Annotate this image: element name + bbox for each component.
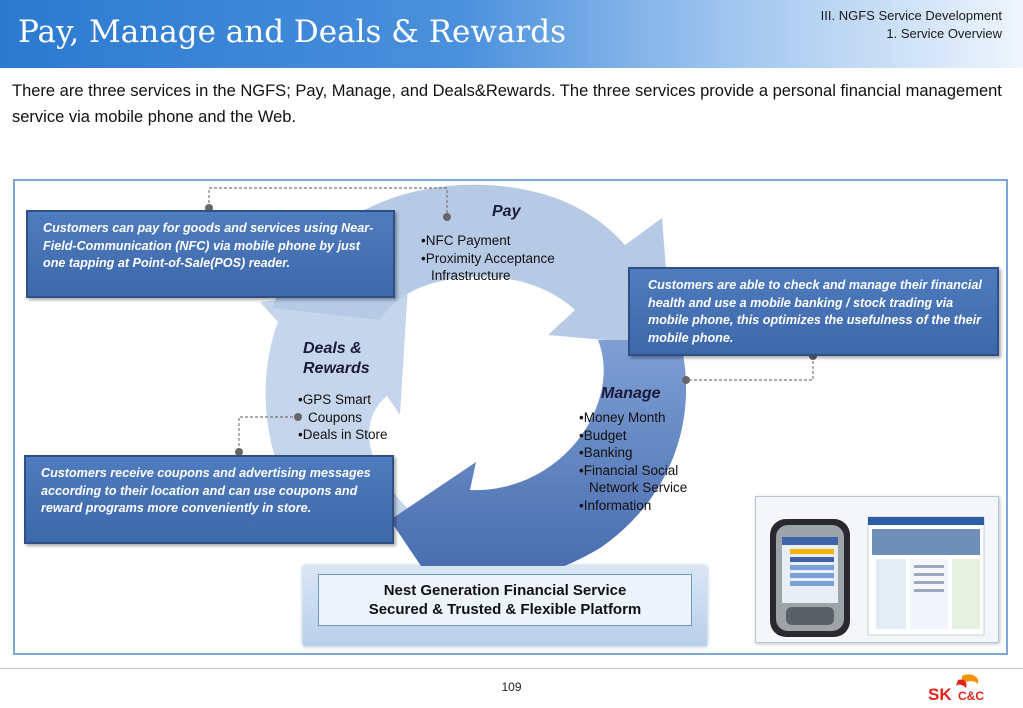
manage-cycle-arrow bbox=[390, 340, 687, 612]
page-number: 109 bbox=[501, 680, 522, 694]
subsection-label: 1. Service Overview bbox=[886, 26, 1002, 41]
web-page-image bbox=[867, 516, 985, 636]
footer-divider bbox=[0, 668, 1023, 669]
deals-callout: Customers receive coupons and advertisin… bbox=[24, 455, 394, 544]
platform-line2: Secured & Trusted & Flexible Platform bbox=[368, 601, 642, 618]
manage-title: Manage bbox=[601, 385, 661, 402]
manage-bullet: Budget bbox=[579, 427, 694, 445]
manage-connector-dot-end bbox=[682, 376, 690, 384]
pay-title: Pay bbox=[492, 203, 521, 220]
pay-bullet: NFC Payment bbox=[421, 232, 586, 250]
platform-box: Nest Generation Financial Service Secure… bbox=[303, 566, 707, 646]
manage-bullet: Financial Social Network Service bbox=[579, 462, 694, 497]
manage-callout: Customers are able to check and manage t… bbox=[628, 267, 999, 356]
pay-connector bbox=[208, 187, 448, 215]
mobile-and-web-screenshot bbox=[755, 496, 999, 643]
screenshot-illustration bbox=[770, 516, 985, 637]
platform-label: Nest Generation Financial Service Secure… bbox=[318, 574, 692, 626]
pay-connector-dot-end bbox=[443, 213, 451, 221]
sk-cc-logo: SK C&C bbox=[928, 674, 984, 704]
manage-connector bbox=[686, 356, 814, 381]
logo-sk-text: SK bbox=[928, 685, 952, 704]
pay-bullets: NFC Payment Proximity Acceptance Infrast… bbox=[421, 232, 586, 285]
deals-title: Deals & Rewards bbox=[303, 339, 370, 379]
deals-bullet: Deals in Store bbox=[298, 426, 408, 444]
header-banner bbox=[0, 0, 1023, 68]
manage-bullet: Money Month bbox=[579, 409, 694, 427]
deals-title-line1: Deals & bbox=[303, 340, 362, 357]
section-label: III. NGFS Service Development bbox=[820, 8, 1002, 23]
mobile-phone-image bbox=[770, 519, 850, 637]
deals-title-line2: Rewards bbox=[303, 360, 370, 377]
pay-callout: Customers can pay for goods and services… bbox=[26, 210, 395, 298]
manage-bullet: Banking bbox=[579, 444, 694, 462]
pay-bullet: Proximity Acceptance Infrastructure bbox=[421, 250, 586, 285]
intro-text: There are three services in the NGFS; Pa… bbox=[12, 82, 1002, 126]
page-title: Pay, Manage and Deals & Rewards bbox=[18, 14, 566, 50]
manage-bullet: Information bbox=[579, 497, 694, 515]
deals-bullets: GPS Smart Coupons Deals in Store bbox=[298, 391, 408, 444]
manage-bullets: Money Month Budget Banking Financial Soc… bbox=[579, 409, 694, 514]
deals-connector-dot-end bbox=[235, 448, 243, 456]
logo-cc-text: C&C bbox=[958, 689, 984, 703]
deals-bullet: GPS Smart Coupons bbox=[298, 391, 408, 426]
platform-line1: Nest Generation Financial Service bbox=[383, 582, 627, 599]
deals-connector bbox=[238, 416, 298, 450]
